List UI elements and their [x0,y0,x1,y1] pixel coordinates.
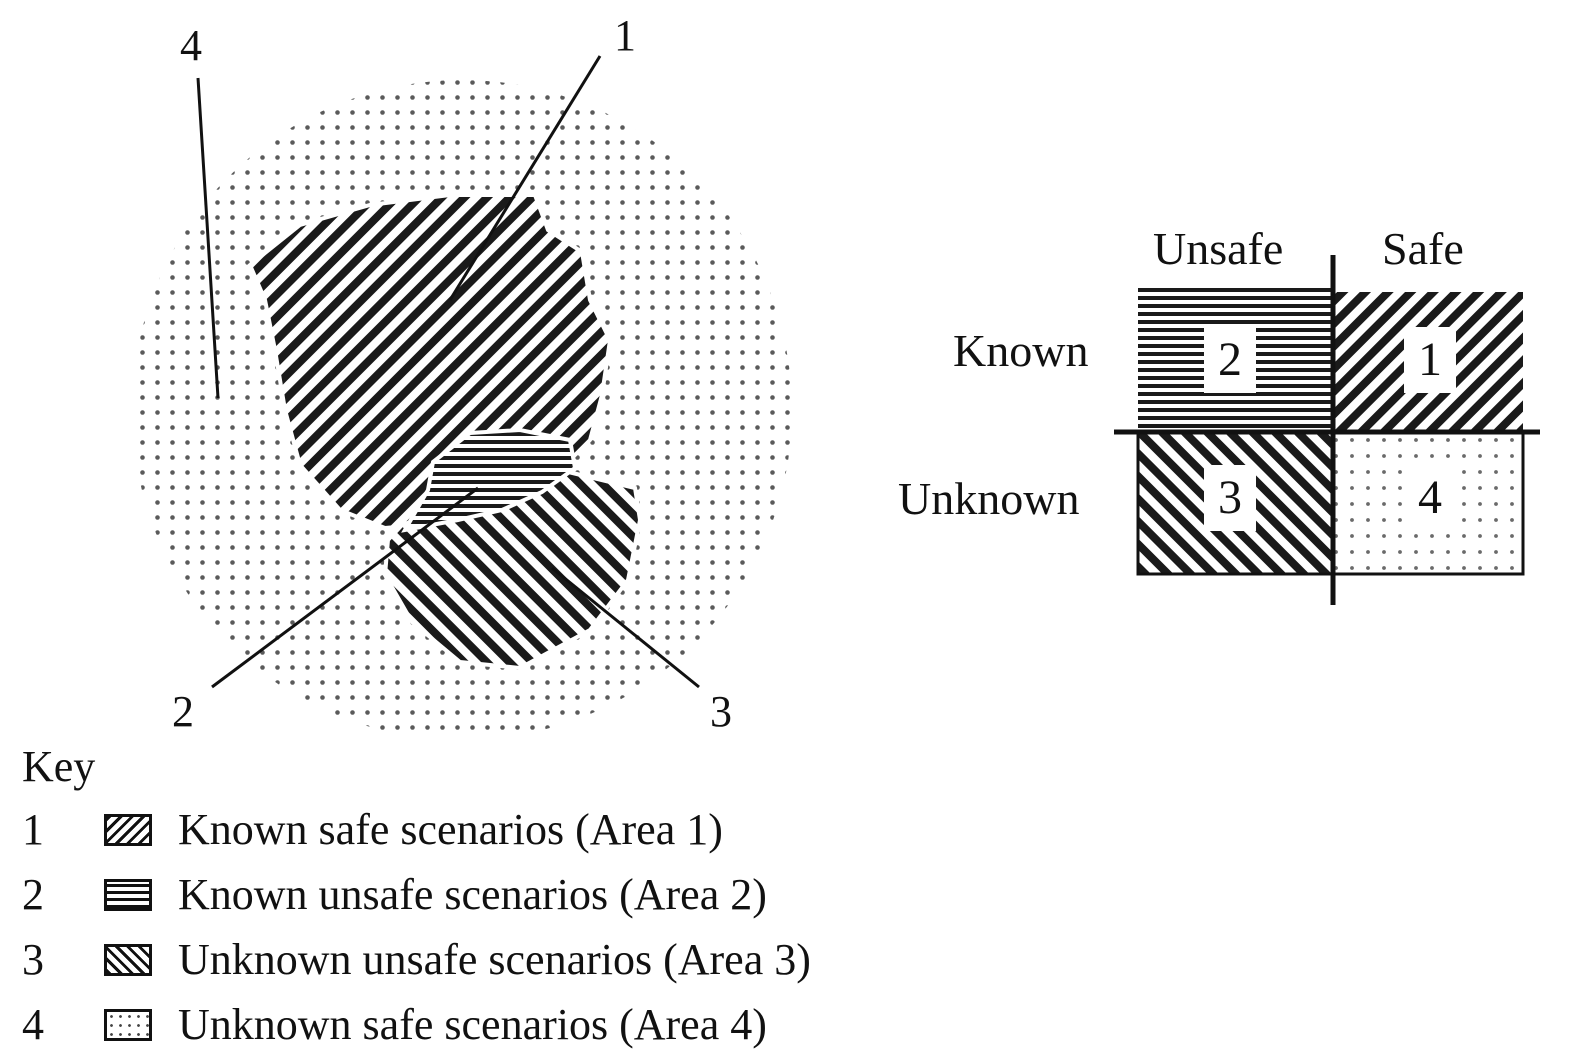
leader-line-1 [448,55,602,301]
forward-diagonal-swatch-icon [104,813,152,846]
matrix-column-unsafe-label: Unsafe [1153,223,1284,274]
legend-item: 4 Unknown safe scenarios (Area 4) [22,992,811,1057]
matrix-cell-known-unsafe-number: 2 [1204,327,1256,393]
legend-item-label: Known safe scenarios (Area 1) [178,804,723,854]
legend-item-label: Unknown unsafe scenarios (Area 3) [178,934,811,984]
legend-item-label: Unknown safe scenarios (Area 4) [178,999,767,1049]
callout-3-label: 3 [710,687,732,736]
legend-item: 1 Known safe scenarios (Area 1) [22,797,811,862]
leader-line-4 [196,77,220,399]
matrix-column-safe-label: Safe [1382,223,1464,274]
legend-title: Key [22,742,96,791]
matrix-cell-unknown-unsafe-number: 3 [1204,465,1256,531]
legend-item: 2 Known unsafe scenarios (Area 2) [22,862,811,927]
matrix-cell-known-safe-number: 1 [1404,327,1456,393]
legend-item: 3 Unknown unsafe scenarios (Area 3) [22,927,811,992]
callout-4-label: 4 [180,21,202,70]
callout-1-label: 1 [614,11,636,60]
backward-diagonal-swatch-icon [104,943,152,976]
legend-item-number: 1 [22,804,44,854]
matrix-cell-unknown-safe-number: 4 [1404,465,1456,531]
legend-item-label: Known unsafe scenarios (Area 2) [178,869,767,919]
legend-item-number: 3 [22,934,44,984]
matrix-row-unknown-label: Unknown [898,473,1080,524]
area-2-region [401,427,578,533]
dots-swatch-icon [104,1008,152,1041]
horizontal-stripes-swatch-icon [104,878,152,911]
legend-item-number: 2 [22,869,44,919]
leader-line-2 [211,486,479,689]
callout-2-label: 2 [172,687,194,736]
matrix-row-known-label: Known [953,325,1089,376]
legend-item-number: 4 [22,999,44,1049]
legend: Key 1 Known safe scenarios (Area 1) 2 Kn… [22,745,811,1057]
leader-line-3 [551,566,700,689]
